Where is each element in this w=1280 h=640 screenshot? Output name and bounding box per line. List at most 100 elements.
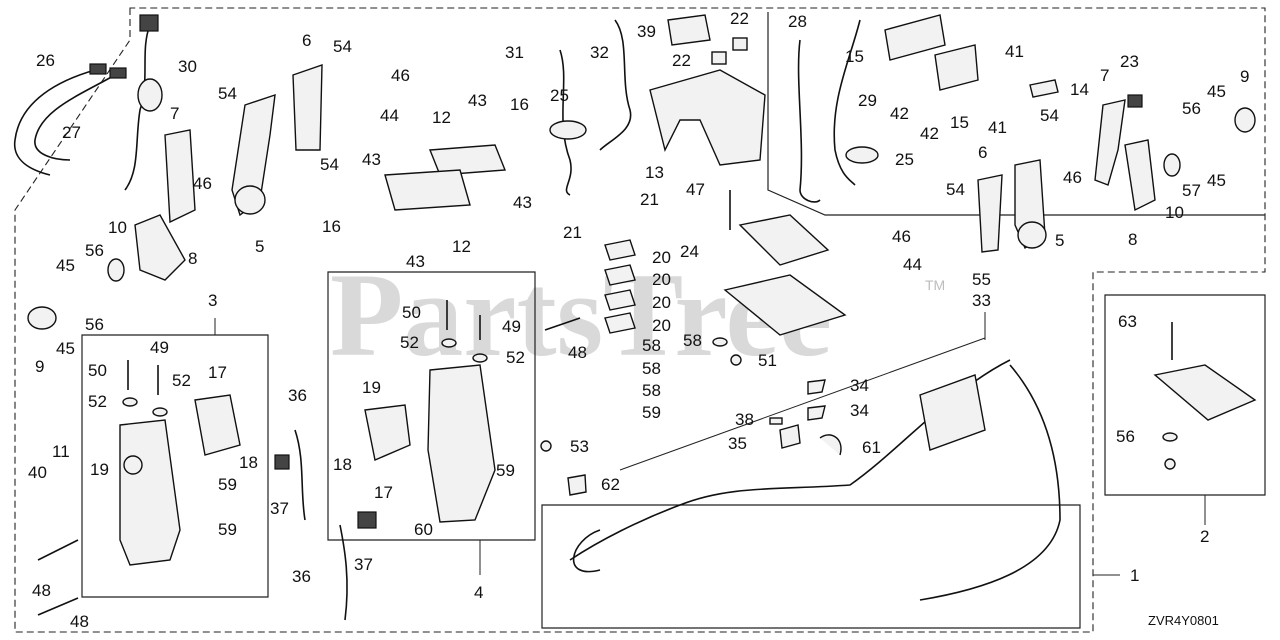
control-box-4 [427, 364, 496, 523]
trademark-text: TM [925, 277, 945, 293]
callout-51: 51 [758, 351, 777, 370]
cable-26 [14, 69, 96, 176]
callout-26: 26 [36, 51, 55, 70]
callout-20c: 20 [652, 293, 671, 312]
callout-20d: 20 [652, 316, 671, 335]
callout-34b: 34 [850, 401, 869, 420]
control-box-3 [119, 419, 181, 566]
callout-6b: 6 [978, 143, 987, 162]
assembly-3-box [81, 334, 269, 598]
callout-25b: 25 [895, 150, 914, 169]
cover-13 [649, 69, 766, 166]
callout-43d: 43 [406, 252, 425, 271]
spacer-2 [1153, 364, 1257, 421]
part-6-right [977, 174, 1003, 253]
callout-56b: 56 [85, 315, 104, 334]
callout-4: 4 [474, 583, 483, 602]
nut-51 [730, 354, 742, 366]
callout-42a: 42 [890, 104, 909, 123]
callout-57: 58 [683, 331, 702, 350]
cable-36-lower [339, 524, 348, 621]
callout-7a: 7 [170, 104, 179, 123]
callout-60: 61 [862, 438, 881, 457]
callout-36b: 36 [292, 567, 311, 586]
callout-59d: 60 [414, 520, 433, 539]
callout-21b: 21 [563, 223, 582, 242]
clamp-60 [819, 434, 842, 456]
callout-27: 27 [62, 123, 81, 142]
callout-45b: 45 [56, 339, 75, 358]
callout-21a: 21 [640, 190, 659, 209]
part-8-right [1124, 139, 1156, 212]
clip-34a [807, 379, 826, 395]
callout-10a: 10 [108, 218, 127, 237]
callout-46c: 46 [1063, 168, 1082, 187]
connector-30 [139, 14, 159, 32]
callout-20b: 20 [652, 270, 671, 289]
callout-25a: 25 [550, 86, 569, 105]
callout-52b: 52 [172, 371, 191, 390]
callout-2: 2 [1200, 527, 1209, 546]
cable-27 [34, 74, 116, 161]
callout-37b: 37 [354, 555, 373, 574]
cap-22a [732, 37, 748, 51]
callout-47: 47 [686, 180, 705, 199]
callout-35: 35 [728, 434, 747, 453]
clamp-25-right [845, 146, 879, 164]
callout-52d: 52 [506, 348, 525, 367]
callout-20a: 20 [652, 248, 671, 267]
callout-46a: 46 [193, 174, 212, 193]
callout-53: 53 [570, 437, 589, 456]
part-7-right [1094, 99, 1126, 186]
callout-9b: 9 [1240, 67, 1249, 86]
part-23 [1127, 94, 1143, 108]
callout-11: 11 [52, 442, 70, 461]
plate-39 [667, 14, 711, 46]
cable-32 [599, 19, 632, 151]
callout-33: 33 [972, 291, 991, 310]
callout-39: 39 [637, 22, 656, 41]
part-10-right [1163, 153, 1181, 177]
diagram-code: ZVR4Y0801 [1148, 613, 1219, 628]
bolt-48-b [37, 597, 79, 616]
grommet-37-right [357, 511, 377, 529]
callout-56d: 57 [1182, 181, 1201, 200]
callout-32: 32 [590, 43, 609, 62]
callout-1: 1 [1130, 566, 1139, 585]
callout-61: 62 [601, 475, 620, 494]
washer-52-left-b [152, 407, 168, 417]
connector-27 [109, 67, 127, 79]
harness-loop [572, 529, 601, 573]
washer-52-left-a [122, 397, 138, 407]
cable-30 [124, 24, 151, 191]
callout-59b: 59 [218, 520, 237, 539]
callout-29: 29 [858, 91, 877, 110]
cable-31 [559, 49, 572, 196]
callout-31: 31 [505, 43, 524, 62]
part-8-left [134, 214, 186, 281]
assembly-outline [14, 7, 1266, 633]
callout-56a: 56 [85, 241, 104, 260]
callout-54b: 54 [333, 37, 352, 56]
callout-labels: 1 2 3 4 5 5 6 6 7 7 8 8 9 9 10 10 11 12 … [28, 9, 1249, 631]
callout-16a: 16 [510, 95, 529, 114]
callout-50a: 50 [88, 361, 107, 380]
harness-1-box [541, 504, 1081, 629]
watermark-text: PartsTree [330, 248, 832, 381]
nut-63 [1164, 458, 1176, 470]
callout-52c: 52 [400, 333, 419, 352]
callout-22a: 22 [730, 9, 749, 28]
coil-30 [137, 78, 163, 112]
callout-46d: 46 [892, 227, 911, 246]
callout-9a: 9 [35, 357, 44, 376]
gasket-24 [738, 214, 830, 266]
callout-23: 23 [1120, 52, 1139, 71]
callout-45a: 45 [56, 256, 75, 275]
callout-45c: 45 [1207, 82, 1226, 101]
callout-12b: 12 [452, 237, 471, 256]
callout-22b: 22 [672, 51, 691, 70]
callout-58d: 59 [642, 403, 661, 422]
callout-38: 38 [735, 410, 754, 429]
callout-54e: 54 [946, 180, 965, 199]
callout-43b: 43 [362, 150, 381, 169]
